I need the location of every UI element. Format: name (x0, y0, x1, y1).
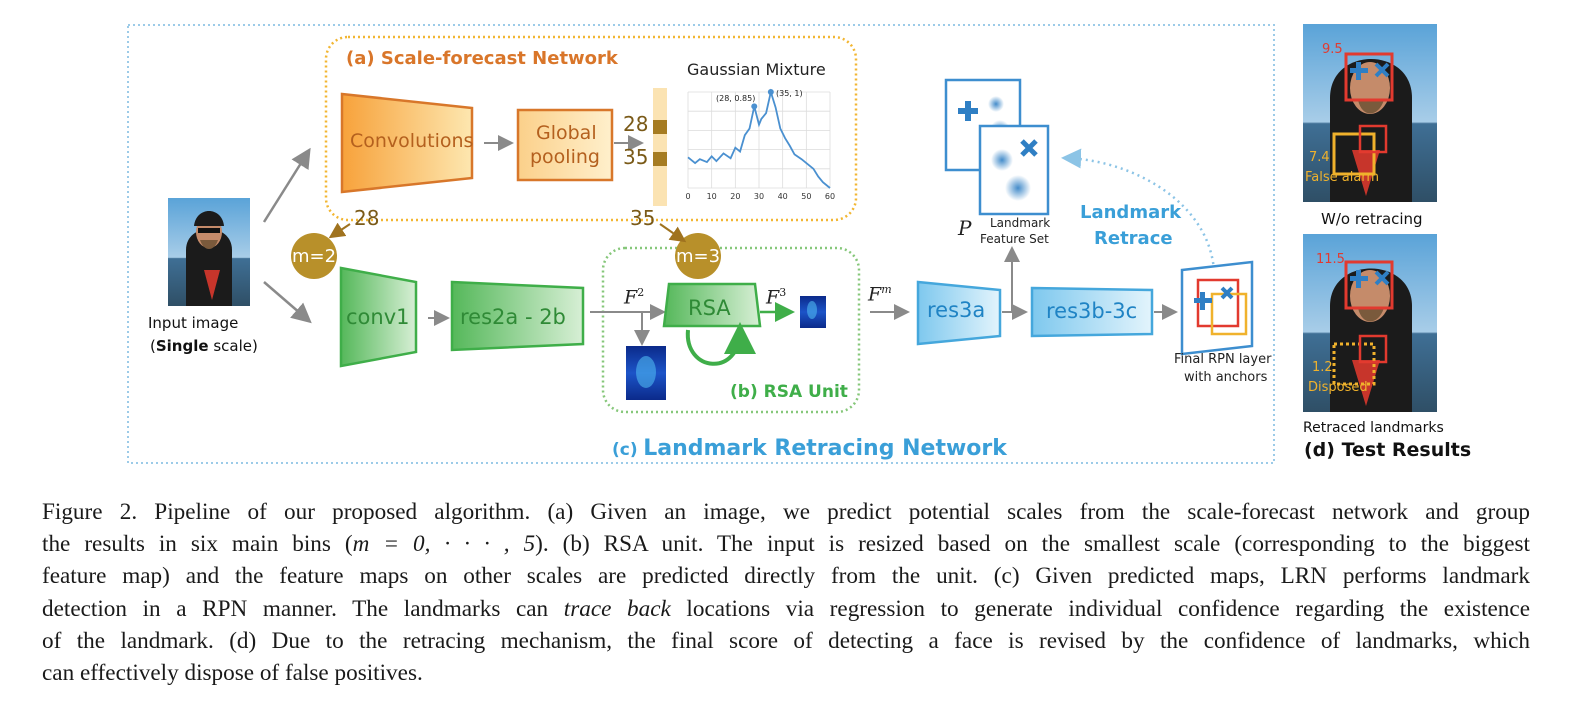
rsa-block (662, 282, 762, 328)
res3b-block (1030, 286, 1154, 338)
bins-column (653, 88, 667, 206)
scale-forecast-title: (a) Scale-forecast Network (346, 48, 618, 69)
gm-title: Gaussian Mixture (687, 60, 826, 79)
global-pooling-label-1: Global (536, 122, 597, 144)
gm-peak-1-label: (28, 0.85) (716, 94, 756, 103)
m3-label: m=3 (676, 246, 721, 267)
rsa-frame (601, 246, 861, 414)
landmark-fs-label-1: Landmark (990, 216, 1051, 230)
scale-forecast-frame (324, 35, 858, 222)
caption-line-2: the results in six main bins (m = 0, · ·… (42, 531, 1530, 558)
false-alarm-text: False alarm (1305, 170, 1380, 185)
f3-label: F3 (766, 286, 787, 309)
retrace-label-1: Landmark (1080, 202, 1182, 223)
bin-35-label: 35 (623, 145, 649, 169)
gm-x-tick: 30 (754, 192, 764, 201)
arrow-28-label: 28 (354, 206, 380, 230)
rsa-loop-arrow (685, 322, 756, 366)
gm-x-tick: 20 (730, 192, 740, 201)
res3b-label: res3b-3c (1046, 299, 1138, 323)
caption-line-1: Figure 2. Pipeline of our proposed algor… (42, 499, 1530, 525)
wo-retracing-label: W/o retracing (1321, 210, 1423, 228)
conv1-label: conv1 (346, 305, 410, 329)
gm-curve-line (687, 88, 831, 189)
convolutions-block (340, 92, 474, 194)
landmark-feature-set (944, 78, 1050, 216)
result-image-top (1303, 24, 1437, 202)
figure-caption: Figure 2. Pipeline of our proposed algor… (42, 496, 1530, 689)
res3a-block (916, 280, 1002, 346)
p-symbol: P (958, 216, 972, 240)
global-pooling-label-2: pooling (530, 146, 600, 168)
bottom-alarm-score: 1.2 (1312, 360, 1333, 375)
lrn-title: (c) Landmark Retracing Network (612, 436, 1007, 461)
gm-x-tick: 10 (707, 192, 717, 201)
caption-line-3: feature map) and the feature maps on oth… (42, 563, 1530, 590)
input-image-sublabel: (Single scale) (150, 337, 258, 355)
top-face-score: 9.5 (1322, 42, 1343, 57)
gm-x-tick: 50 (801, 192, 811, 201)
gm-x-tick: 60 (825, 192, 835, 201)
m2-label: m=2 (292, 246, 337, 267)
retraced-landmarks-label: Retraced landmarks (1303, 420, 1444, 436)
landmark-fs-label-2: Feature Set (980, 232, 1049, 246)
input-image (168, 198, 250, 306)
gm-peak-2-marker (767, 89, 774, 95)
res2-label: res2a - 2b (460, 305, 566, 329)
gm-x-tick: 0 (685, 192, 690, 201)
bottom-face-score: 11.5 (1316, 252, 1345, 267)
arrow-35-label: 35 (630, 206, 656, 230)
top-alarm-score-text: 7.4 (1309, 150, 1330, 165)
caption-line-6: can effectively dispose of false positiv… (42, 660, 423, 687)
rpn-label-2: with anchors (1184, 370, 1268, 385)
gaussian-mixture-chart: 0 10 20 30 40 50 60 (683, 88, 846, 201)
final-rpn-layer (1180, 260, 1254, 356)
lrn-frame (127, 24, 1275, 464)
rsa-label: RSA (688, 296, 731, 320)
caption-line-5: of the landmark. (d) Due to the retracin… (42, 627, 1530, 654)
fm-label: Fm (868, 283, 892, 306)
disposed-text: Disposed (1308, 380, 1368, 395)
result-image-bottom (1303, 234, 1437, 412)
pipeline-figure: 0 10 20 30 40 50 60 (127, 24, 1437, 464)
rpn-label-1: Final RPN layer (1174, 352, 1272, 367)
rsa-unit-title: (b) RSA Unit (730, 382, 848, 402)
conv1-block (339, 266, 418, 368)
test-results-title: (d) Test Results (1304, 439, 1472, 461)
gm-peak-2-label: (35, 1) (776, 89, 803, 98)
caption-line-4: detection in a RPN manner. The landmarks… (42, 595, 1530, 622)
res3a-label: res3a (927, 298, 986, 322)
gm-peak-1-marker (751, 103, 758, 110)
global-pooling-block (516, 108, 614, 182)
input-image-label: Input image (148, 314, 239, 332)
retrace-label-2: Retrace (1094, 228, 1173, 249)
bin-28-label: 28 (623, 112, 649, 136)
m3-circle (675, 233, 721, 279)
gm-x-tick: 40 (778, 192, 788, 201)
f2-label: F2 (624, 286, 645, 309)
convolutions-label: Convolutions (350, 130, 474, 152)
m2-circle (291, 233, 337, 279)
retrace-arrow (1061, 148, 1216, 271)
res2-block (450, 280, 585, 352)
